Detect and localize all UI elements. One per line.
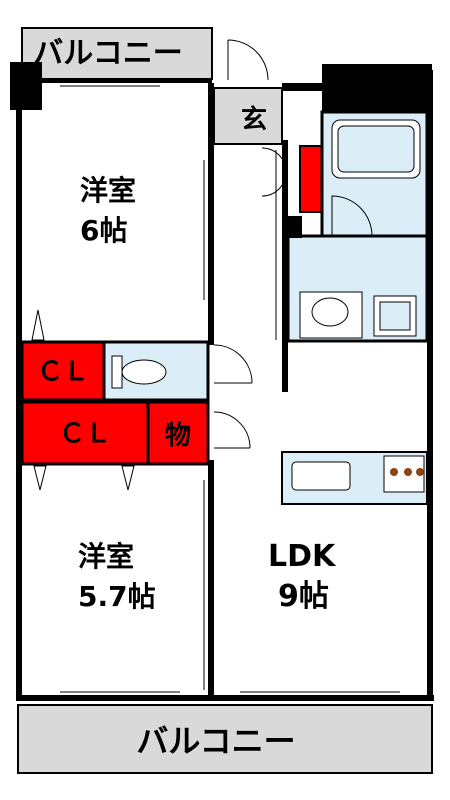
ldk-size: 9帖 xyxy=(278,579,329,614)
bedroom-1: 洋室 6帖 xyxy=(80,83,214,345)
balcony-bottom-label: バルコニー xyxy=(136,722,295,760)
entrance: 玄 xyxy=(213,39,322,145)
storage: 物 xyxy=(146,400,251,466)
entrance-label: 玄 xyxy=(241,104,267,135)
ldk: LDK 9帖 xyxy=(268,340,428,614)
balcony-top-label: バルコニー xyxy=(33,36,182,71)
bedroom-2-size: 5.7帖 xyxy=(78,580,156,613)
windows xyxy=(60,85,433,693)
closet-2: ＣＬ xyxy=(20,400,150,491)
storage-label: 物 xyxy=(165,421,191,451)
bathroom xyxy=(320,110,429,238)
bedroom-1-size: 6帖 xyxy=(80,214,127,247)
shoe-cabinet xyxy=(299,145,323,213)
ldk-name: LDK xyxy=(268,539,337,574)
toilet-room xyxy=(102,340,253,402)
bedroom-1-name: 洋室 xyxy=(80,174,136,207)
bedroom-2-name: 洋室 xyxy=(78,540,134,573)
washroom xyxy=(282,216,429,343)
bedroom-2: 洋室 5.7帖 xyxy=(78,460,214,700)
kitchen-sink-icon xyxy=(291,461,351,491)
balcony-bottom: バルコニー xyxy=(17,704,433,774)
corridor xyxy=(261,140,288,355)
toilet-icon xyxy=(111,355,123,389)
closet-1: ＣＬ xyxy=(20,309,106,402)
balcony-top: バルコニー xyxy=(21,27,213,81)
closet-1-label: ＣＬ xyxy=(37,357,89,387)
closet-2-label: ＣＬ xyxy=(59,419,111,449)
